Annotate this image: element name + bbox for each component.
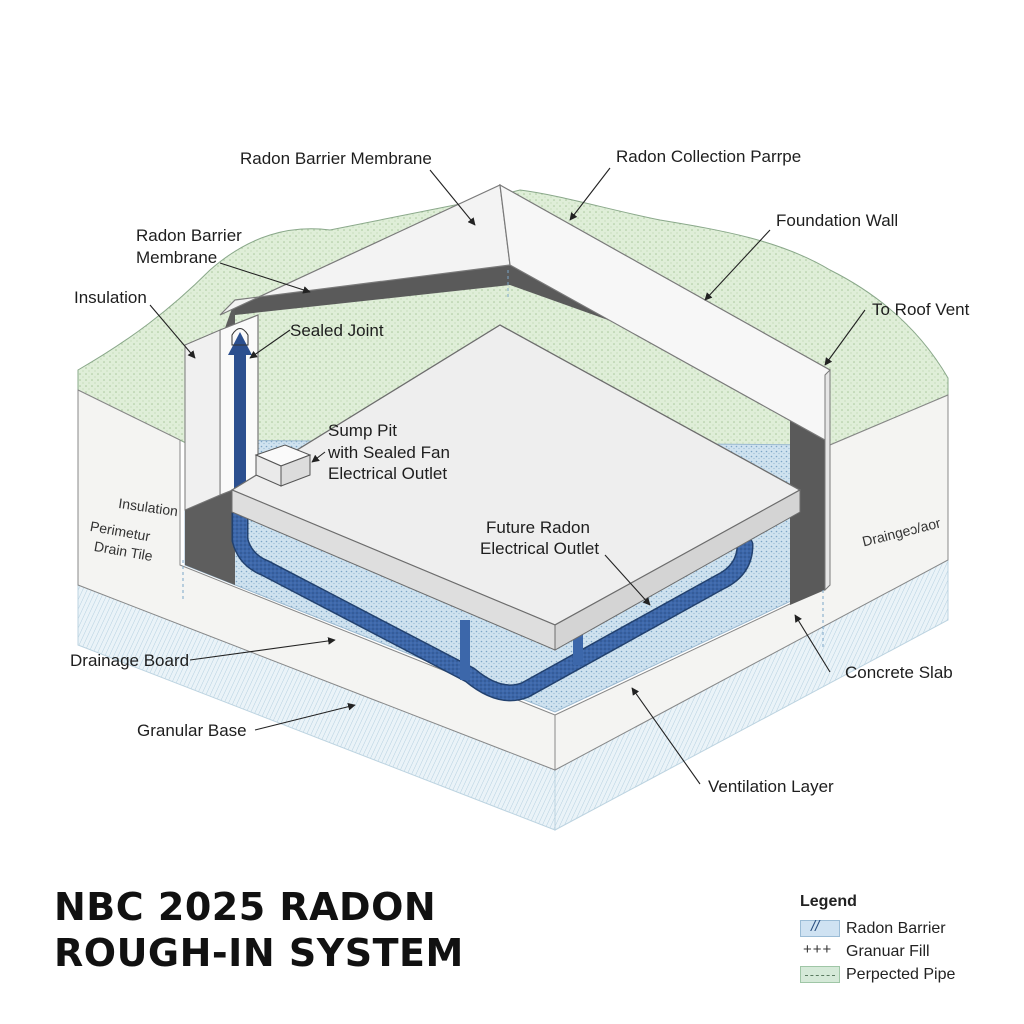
dotted-swatch-icon <box>800 966 840 983</box>
legend-item-perforated-pipe: Perpected Pipe <box>800 963 1010 986</box>
label-radon-barrier-membrane-left-2: Membrane <box>136 248 218 267</box>
leader-lines <box>149 167 866 785</box>
label-concrete-slab: Concrete Slab <box>845 663 953 682</box>
legend-item-label: Radon Barrier <box>846 919 946 937</box>
legend: Legend Radon Barrier Granuar Fill Perpec… <box>800 893 1010 986</box>
riser-housing-side <box>184 329 221 511</box>
riser-arrow-icon <box>228 332 252 355</box>
slab-front-right <box>554 489 801 651</box>
label-future-radon-2: Electrical Outlet <box>480 539 600 558</box>
label-radon-barrier-membrane-left-1: Radon Barrier <box>136 226 242 245</box>
legend-item-label: Granuar Fill <box>846 942 930 960</box>
sump-box-side <box>280 454 311 487</box>
label-ventilation-layer: Ventilation Layer <box>708 777 834 796</box>
label-drainage-board: Drainage Board <box>70 651 190 670</box>
label-future-radon-1: Future Radon <box>486 518 590 537</box>
title-line-2: ROUGH-IN SYSTEM <box>54 931 464 975</box>
back-wall-right-edge <box>824 368 831 592</box>
hatch-swatch-icon <box>800 918 840 937</box>
legend-title: Legend <box>800 893 857 910</box>
label-granular-base: Granular Base <box>137 721 247 740</box>
label-sump-pit-3: Electrical Outlet <box>328 464 448 483</box>
legend-item-label: Perpected Pipe <box>846 965 956 983</box>
plus-swatch-icon <box>800 941 840 960</box>
label-insulation-top: Insulation <box>74 288 147 307</box>
page-title: NBC 2025 RADON ROUGH-IN SYSTEM <box>54 884 464 976</box>
label-sump-pit-1: Sump Pit <box>328 421 397 440</box>
label-radon-barrier-membrane-top: Radon Barrier Membrane <box>240 149 432 168</box>
title-line-1: NBC 2025 RADON <box>54 885 437 929</box>
label-sump-pit-2: with Sealed Fan <box>328 443 450 462</box>
label-sealed-joint: Sealed Joint <box>290 321 384 340</box>
legend-item-radon-barrier: Radon Barrier <box>800 917 1010 940</box>
label-radon-collection-pipe: Radon Collection Parrpe <box>616 147 802 166</box>
label-foundation-wall: Foundation Wall <box>776 211 899 230</box>
legend-item-granular-fill: Granuar Fill <box>800 940 1010 963</box>
dark-wall-back <box>235 265 825 605</box>
label-to-roof-vent: To Roof Vent <box>872 300 970 319</box>
